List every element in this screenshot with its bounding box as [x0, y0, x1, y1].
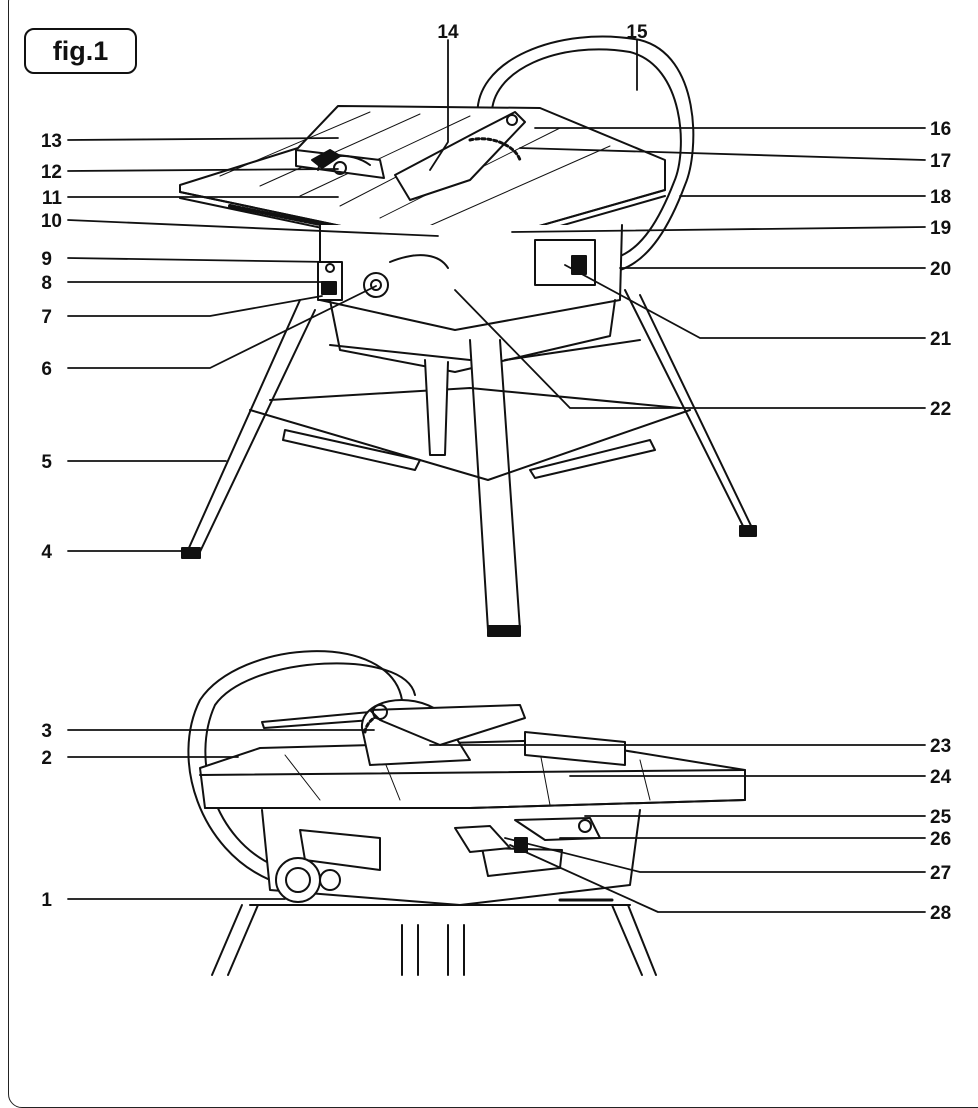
callout-26: 26: [930, 829, 951, 850]
cabinet: [317, 224, 623, 373]
blade-guard: [394, 111, 526, 201]
callout-22: 22: [930, 399, 951, 420]
callout-10: 10: [41, 211, 62, 232]
callout-18: 18: [930, 187, 951, 208]
blade-guard-lower: [360, 699, 526, 766]
callout-2: 2: [41, 748, 52, 769]
callout-15: 15: [626, 22, 648, 43]
dust-hose-lower: [187, 650, 403, 881]
dust-hose: [476, 35, 695, 271]
callout-17: 17: [930, 151, 951, 172]
stand: [181, 289, 757, 637]
callout-9: 9: [41, 249, 52, 270]
callout-16: 16: [930, 119, 951, 140]
callout-6: 6: [41, 359, 52, 380]
callout-24: 24: [930, 767, 952, 788]
top-saw-drawing: [179, 35, 757, 637]
callout-28: 28: [930, 903, 951, 924]
callout-1: 1: [41, 890, 52, 911]
callout-13: 13: [41, 131, 62, 152]
callout-23: 23: [930, 736, 951, 757]
callout-7: 7: [41, 307, 52, 328]
callout-21: 21: [930, 329, 952, 350]
callout-3: 3: [41, 721, 52, 742]
callout-25: 25: [930, 807, 952, 828]
callout-12: 12: [41, 162, 62, 183]
callout-19: 19: [930, 218, 951, 239]
cabinet-lower: [261, 809, 641, 906]
callout-labels: 1 2 3 4 5 6 7 8 9 10 11 12 13 14 15 16 1…: [41, 22, 952, 924]
stand-lower: [211, 898, 657, 976]
callout-5: 5: [41, 452, 52, 473]
leader-lines: [67, 39, 926, 913]
callout-20: 20: [930, 259, 951, 280]
callout-11: 11: [42, 188, 63, 209]
callout-4: 4: [41, 542, 52, 563]
bottom-saw-drawing: [187, 650, 746, 976]
table-top-lower: [199, 739, 746, 809]
callout-27: 27: [930, 863, 951, 884]
callout-8: 8: [41, 273, 52, 294]
figure-label: fig.1: [24, 28, 137, 74]
callout-14: 14: [437, 22, 459, 43]
mitre-gauge: [295, 149, 385, 179]
